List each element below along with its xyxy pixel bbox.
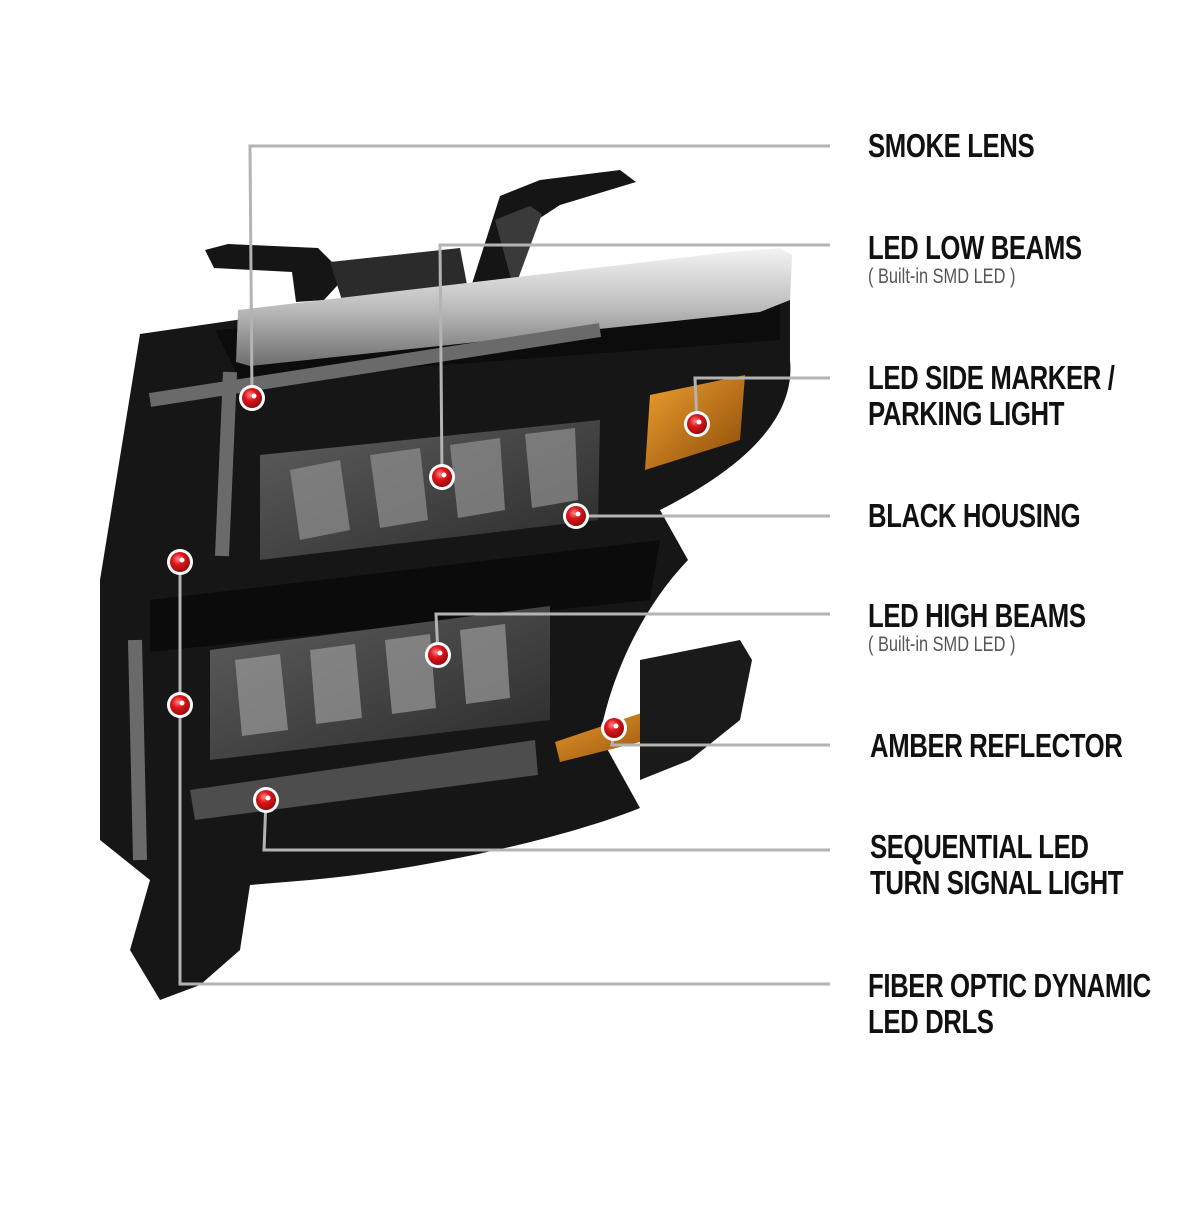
callout-subtext-led-low-beams: ( Built-in SMD LED ) [868,265,1016,288]
housing-divider [150,540,660,652]
callout-dot-led-low-beams [429,464,455,490]
callout-text-sequential-led: SEQUENTIAL LED [870,828,1089,865]
callout-text-amber-reflector: AMBER REFLECTOR [870,727,1123,764]
callout-text-led-side-marker: PARKING LIGHT [868,395,1065,432]
low-beam-reflectors [290,428,578,540]
callout-label-smoke-lens: SMOKE LENS [868,127,1035,164]
callout-text-smoke-lens: SMOKE LENS [868,127,1035,164]
callout-label-amber-reflector: AMBER REFLECTOR [870,728,1123,764]
callout-dot-led-high-beams [425,642,451,668]
callout-text-sequential-led: TURN SIGNAL LIGHT [870,864,1124,901]
callout-text-led-low-beams: LED LOW BEAMS [868,229,1082,266]
callout-dot-smoke-lens [239,385,265,411]
callout-subtext-led-high-beams: ( Built-in SMD LED ) [868,633,1016,656]
callout-dot-fiber-optic-drl [167,549,193,575]
chrome-trim [236,248,792,366]
callout-text-fiber-optic-drl: LED DRLS [868,1003,994,1040]
callout-dot-fiber-optic-drl-2 [167,692,193,718]
callout-dot-led-side-marker [684,411,710,437]
callout-text-fiber-optic-drl: FIBER OPTIC DYNAMIC [868,967,1151,1004]
callout-label-led-low-beams: LED LOW BEAMS( Built-in SMD LED ) [868,230,1082,288]
callout-label-black-housing: BLACK HOUSING [868,497,1081,534]
high-beam-reflectors [235,624,510,736]
callout-text-black-housing: BLACK HOUSING [868,497,1081,534]
callout-label-led-side-marker: LED SIDE MARKER /PARKING LIGHT [868,360,1115,432]
callout-dots [167,385,710,813]
callout-dot-amber-reflector [601,715,627,741]
callout-label-led-high-beams: LED HIGH BEAMS( Built-in SMD LED ) [868,598,1086,656]
leader-line-sequential-led [262,799,830,852]
callout-dot-black-housing [563,503,589,529]
callout-dot-sequential-led [253,787,279,813]
callout-text-led-side-marker: LED SIDE MARKER / [868,359,1115,396]
callout-text-led-high-beams: LED HIGH BEAMS [868,597,1086,634]
leader-line-smoke-lens [248,144,830,399]
lower-extension [640,640,752,780]
drl-light-bar [128,323,602,861]
